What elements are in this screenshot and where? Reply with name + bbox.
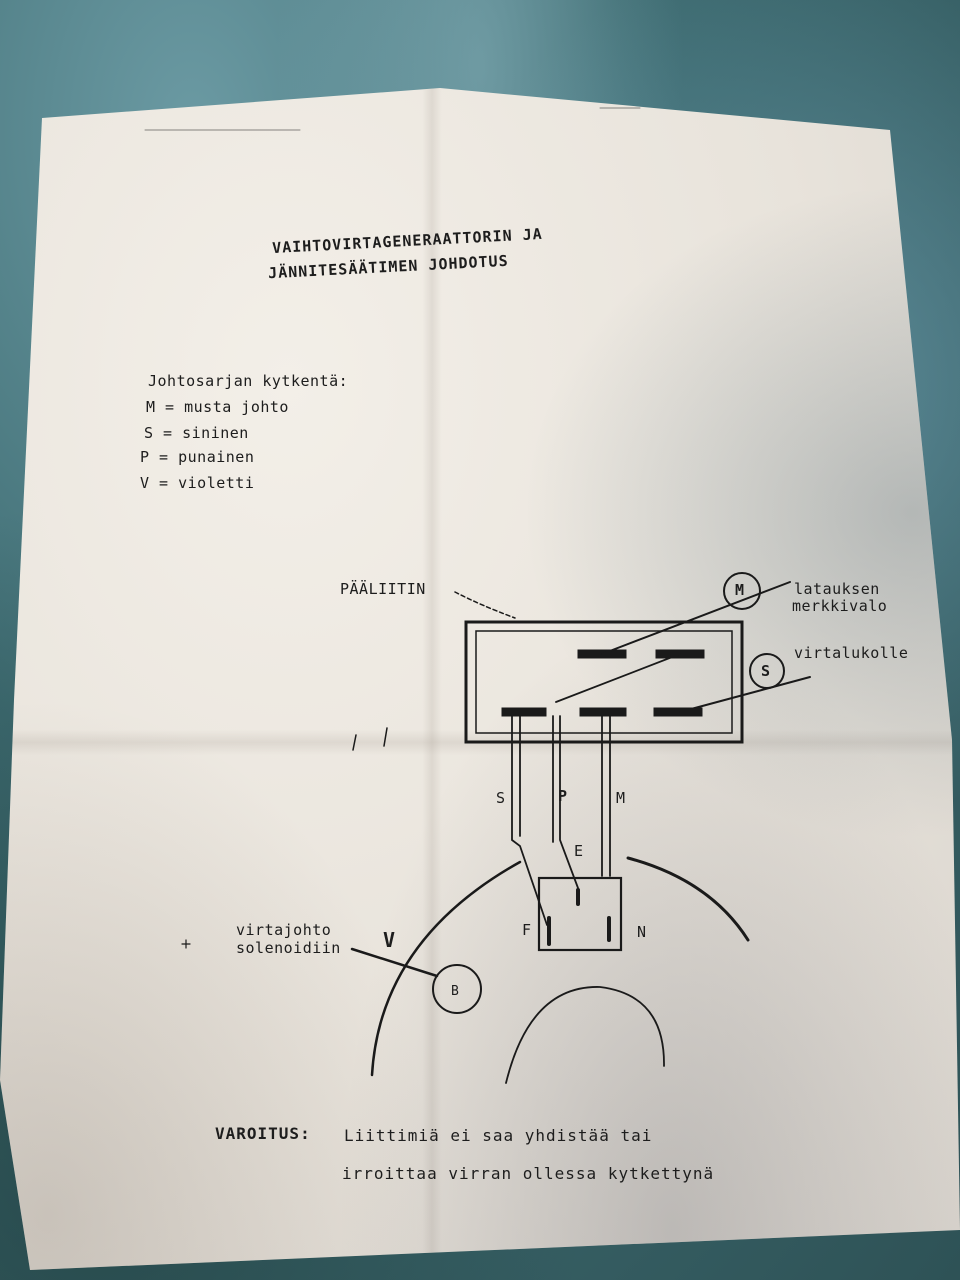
wire-label-s: S <box>496 789 506 807</box>
connector-label: PÄÄLIITIN <box>340 580 426 598</box>
main-connector-outer <box>464 620 744 744</box>
terminal-label-b: B <box>451 984 460 999</box>
generator-inner-arc <box>505 986 665 1084</box>
terminal-label-e: E <box>574 842 584 860</box>
wire-s-left <box>511 715 548 926</box>
legend-item-musta: M = musta johto <box>146 398 289 416</box>
callout-m-text-line2: merkkivalo <box>792 597 888 615</box>
callout-m-text-line1: latauksen <box>794 580 880 598</box>
generator-housing-arc <box>370 860 522 1077</box>
connector-terminal-bottom-left <box>501 707 547 717</box>
callout-s-leader <box>679 676 811 713</box>
solenoid-label-line1: virtajohto <box>236 921 332 939</box>
terminal-label-v: V <box>383 928 396 952</box>
solenoid-label-line2: solenoidiin <box>236 939 341 957</box>
legend-heading: Johtosarjan kytkentä: <box>148 372 349 390</box>
main-connector-inner <box>475 630 733 734</box>
legend-item-violetti: V = violetti <box>140 474 255 492</box>
generator-housing-arc-right <box>626 856 750 942</box>
connector-leader-line <box>454 591 516 619</box>
wire-p-right <box>559 715 579 889</box>
solenoid-wire <box>350 947 439 978</box>
warning-label: VAROITUS: <box>215 1124 311 1143</box>
callout-s-text: virtalukolle <box>794 644 909 662</box>
terminal-label-f: F <box>522 921 532 939</box>
regulator-box <box>537 876 623 952</box>
legend-item-punainen: P = punainen <box>140 448 255 466</box>
callout-m-circle <box>723 572 761 610</box>
callout-m-letter: M <box>735 581 745 599</box>
wire-label-p: P <box>558 787 568 805</box>
callout-m-leader <box>601 581 791 655</box>
connector-terminal-bottom-right <box>653 707 703 717</box>
warning-text-line2: irroittaa virran ollessa kytkettynä <box>342 1164 715 1183</box>
callout-s-letter: S <box>761 662 771 680</box>
terminal-label-n: N <box>637 923 647 941</box>
legend-item-sininen: S = sininen <box>144 424 249 442</box>
connector-terminal-bottom-mid <box>579 707 627 717</box>
wire-label-m: M <box>616 789 626 807</box>
wire-p-internal <box>555 653 681 703</box>
terminal-b-circle <box>432 964 482 1014</box>
warning-text-line1: Liittimiä ei saa yhdistää tai <box>344 1126 653 1145</box>
